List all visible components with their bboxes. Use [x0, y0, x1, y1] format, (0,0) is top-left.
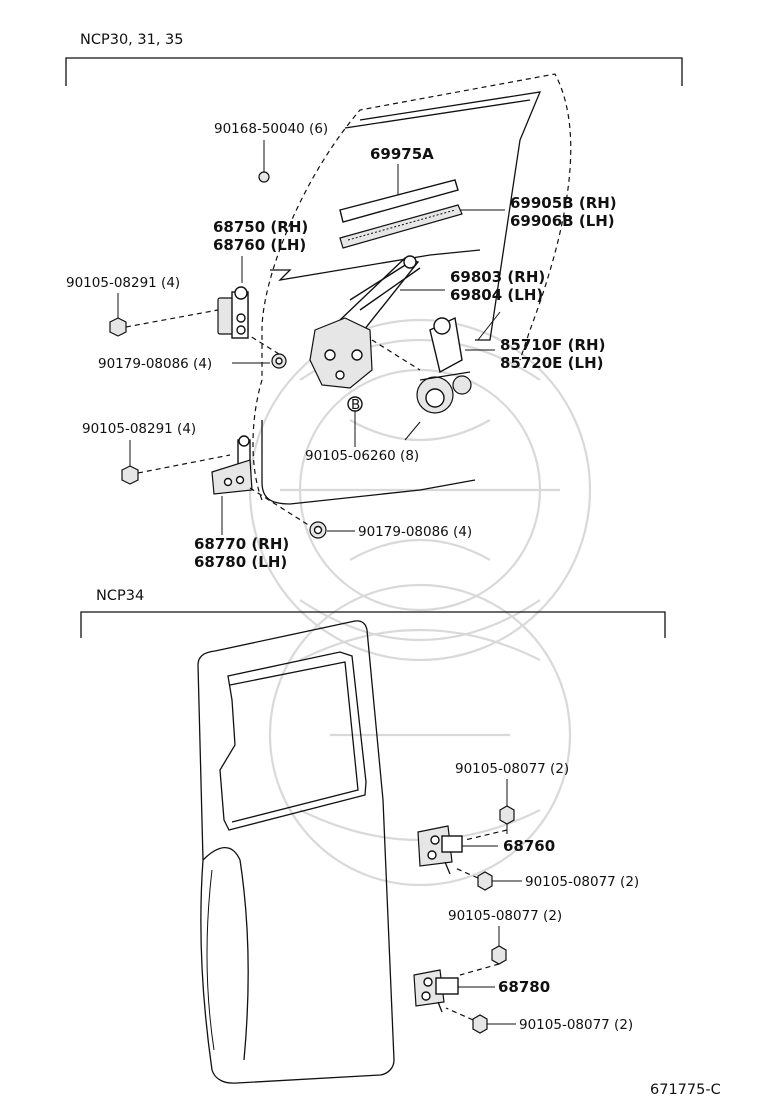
label-69804: 69804 (LH)	[450, 286, 543, 304]
label-68760: 68760 (LH)	[213, 236, 306, 254]
label-ncp34-bolt-1: 90105-08077 (2)	[455, 761, 569, 777]
window-motor	[416, 311, 501, 414]
label-68780: 68780 (LH)	[194, 553, 287, 571]
dash-ncp34-bolt-1	[464, 829, 508, 841]
window-frame	[359, 91, 542, 341]
label-85720e: 85720E (LH)	[500, 354, 603, 372]
ncp34-bolt-3	[459, 945, 507, 976]
label-69975a: 69975A	[370, 145, 434, 163]
label-69803: 69803 (RH)	[450, 268, 545, 286]
upper-door-hinge	[217, 286, 249, 339]
label-68750: 68750 (RH)	[213, 218, 308, 236]
label-90105-08291-upper: 90105-08291 (4)	[66, 275, 180, 291]
ncp34-upper-hinge	[417, 825, 463, 875]
label-ncp34-68760: 68760	[503, 837, 555, 855]
callout-b: B	[347, 396, 363, 413]
label-90168-50040: 90168-50040 (6)	[214, 121, 328, 137]
section-bracket-top	[65, 57, 683, 86]
label-ncp34-bolt-3: 90105-08077 (2)	[448, 908, 562, 924]
lower-door-hinge	[211, 435, 311, 527]
section-bracket-bottom	[80, 611, 666, 638]
belt-moulding-69975a	[339, 164, 459, 223]
door-lower-edge	[261, 420, 476, 505]
label-ncp34-68780: 68780	[498, 978, 550, 996]
ncp34-bolt-1	[499, 805, 515, 834]
ncp34-lower-hinge	[413, 969, 459, 1013]
nut-90179-upper	[249, 335, 287, 369]
label-ncp34-bolt-4: 90105-08077 (2)	[519, 1017, 633, 1033]
label-69905b: 69905B (RH)	[510, 194, 617, 212]
leader-90105-06260	[404, 421, 421, 441]
label-90179-08086-lower: 90179-08086 (4)	[358, 524, 472, 540]
door-inner-line	[270, 249, 481, 281]
label-69906b: 69906B (LH)	[510, 212, 615, 230]
label-68770: 68770 (RH)	[194, 535, 289, 553]
bolt-90105-upper	[109, 309, 219, 337]
ncp34-bolt-2	[454, 867, 493, 891]
weather-strip-69905b	[339, 204, 505, 249]
section-title-ncp30: NCP30, 31, 35	[80, 32, 184, 48]
window-regulator	[309, 255, 445, 389]
figure-id: 671775-C	[650, 1082, 721, 1098]
window-frame-inner	[344, 99, 531, 129]
label-ncp34-bolt-2: 90105-08077 (2)	[525, 874, 639, 890]
nut-90179-lower	[309, 521, 327, 539]
section-title-ncp34: NCP34	[96, 588, 144, 604]
label-90179-08086-upper: 90179-08086 (4)	[98, 356, 212, 372]
label-90105-06260: 90105-06260 (8)	[305, 448, 419, 464]
svg-text:B: B	[351, 397, 360, 413]
label-90105-08291-lower: 90105-08291 (4)	[82, 421, 196, 437]
sliding-door	[197, 620, 395, 1084]
bolt-90168	[258, 140, 270, 183]
ncp34-bolt-4	[445, 1007, 488, 1034]
label-85710f: 85710F (RH)	[500, 336, 605, 354]
